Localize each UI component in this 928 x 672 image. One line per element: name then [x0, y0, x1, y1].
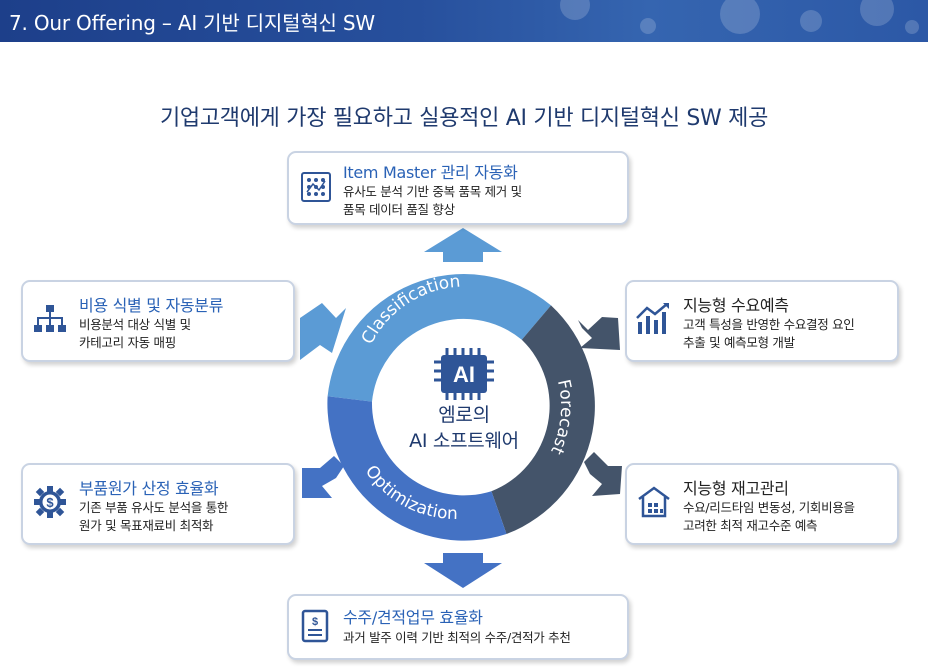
card-title: 부품원가 산정 효율화	[79, 479, 219, 498]
card-item-master: Item Master 관리 자동화 유사도 분석 기반 중복 품목 제거 및 …	[287, 151, 629, 225]
page-subtitle: 기업고객에게 가장 필요하고 실용적인 AI 기반 디지털혁신 SW 제공	[159, 106, 769, 131]
header-decoration	[905, 20, 919, 34]
card-title: 수주/견적업무 효율화	[343, 608, 483, 627]
header-decoration	[800, 10, 822, 32]
ai-chip-icon: AI	[434, 348, 494, 400]
header-title: 7. Our Offering – AI 기반 디지털혁신 SW	[9, 11, 375, 35]
header-decoration	[560, 0, 590, 20]
header-bar: 7. Our Offering – AI 기반 디지털혁신 SW	[0, 0, 928, 42]
center-label-line1: 엠로의	[438, 404, 490, 426]
card-desc-line1: 수요/리드타임 변동성, 기회비용을	[683, 500, 855, 515]
arrow-top	[424, 228, 502, 262]
arrow-lower-right	[584, 452, 622, 496]
forecast-arrows	[578, 317, 622, 496]
trend-chart-icon	[636, 303, 669, 334]
card-desc-line2: 고려한 최적 재고수준 예측	[683, 518, 818, 533]
card-order-quotation: $ 수주/견적업무 효율화 과거 발주 이력 기반 최적의 수주/견적가 추천	[287, 594, 629, 660]
card-title: Item Master 관리 자동화	[343, 163, 518, 182]
dollar-gear-icon: $	[34, 486, 66, 518]
card-desc-line1: 기존 부품 유사도 분석을 통한	[79, 500, 229, 515]
arrow-upper-right	[578, 317, 620, 350]
center-label-line2: AI 소프트웨어	[409, 430, 519, 452]
card-desc-line2: 카테고리 자동 매핑	[79, 335, 176, 350]
card-desc-line1: 고객 특성을 반영한 수요결정 요인	[683, 317, 855, 332]
card-inventory: 지능형 재고관리 수요/리드타임 변동성, 기회비용을 고려한 최적 재고수준 …	[625, 463, 899, 545]
optimization-arrows	[302, 456, 502, 588]
document-dollar-icon: $	[301, 609, 329, 643]
svg-text:$: $	[46, 495, 54, 510]
svg-text:$: $	[312, 616, 318, 628]
header-decoration	[860, 0, 894, 26]
ring-segment-classification	[327, 274, 551, 402]
card-title: 비용 식별 및 자동분류	[79, 296, 224, 315]
header-decoration	[640, 18, 656, 34]
dashboard-grid-icon	[301, 172, 331, 202]
ring-segment-optimization	[327, 396, 507, 541]
ring-segment-forecast	[491, 305, 595, 534]
warehouse-icon	[638, 486, 670, 518]
card-desc-line1: 유사도 분석 기반 중복 품목 제거 및	[343, 184, 522, 199]
card-desc-line1: 비용분석 대상 식별 및	[79, 317, 191, 332]
card-title: 지능형 수요예측	[683, 296, 789, 315]
arrow-bottom	[424, 553, 502, 588]
card-desc-line2: 추출 및 예측모형 개발	[683, 335, 795, 350]
card-desc-line1: 과거 발주 이력 기반 최적의 수주/견적가 추천	[343, 630, 571, 645]
card-desc-line2: 품목 데이터 품질 향상	[343, 202, 455, 217]
card-parts-cost: $ 부품원가 산정 효율화 기존 부품 유사도 분석을 통한 원가 및 목표재료…	[21, 463, 295, 545]
card-cost-classification: 비용 식별 및 자동분류 비용분석 대상 식별 및 카테고리 자동 매핑	[21, 280, 295, 362]
card-title: 지능형 재고관리	[683, 479, 789, 498]
card-desc-line2: 원가 및 목표재료비 최적화	[79, 518, 214, 533]
arrow-upper-left	[300, 303, 346, 360]
arrow-lower-left	[302, 456, 344, 498]
ai-badge-text: AI	[453, 362, 475, 387]
classification-arrows	[300, 228, 502, 360]
card-demand-forecast: 지능형 수요예측 고객 특성을 반영한 수요결정 요인 추출 및 예측모형 개발	[625, 280, 899, 362]
hierarchy-icon	[34, 305, 66, 332]
header-decoration	[720, 0, 760, 34]
